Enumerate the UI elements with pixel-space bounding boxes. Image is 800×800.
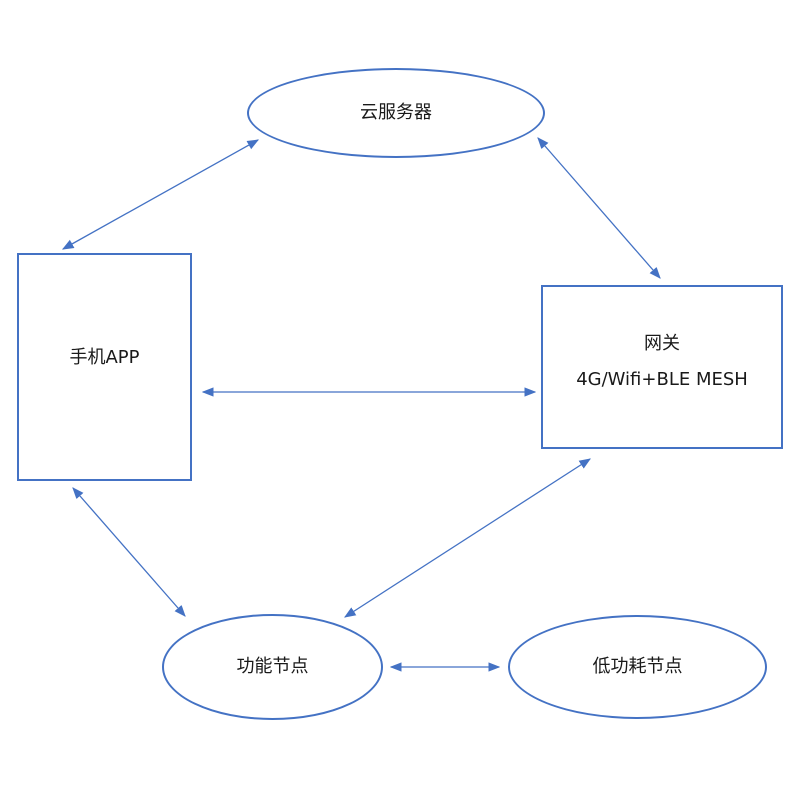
node-low-power-label: 低功耗节点 [592, 656, 683, 678]
node-gateway: 网关 4G/Wifi+BLE MESH [541, 285, 783, 449]
node-function: 功能节点 [162, 614, 383, 720]
edge-cloud-gateway [537, 137, 661, 279]
node-low-power: 低功耗节点 [508, 615, 767, 719]
node-gateway-label: 网关 [644, 333, 680, 354]
node-gateway-sublabel: 4G/Wifi+BLE MESH [576, 368, 748, 390]
node-mobile-app-label: 手机APP [69, 347, 140, 368]
node-cloud-server-label: 云服务器 [360, 102, 432, 124]
edge-gateway-function-node [344, 458, 591, 618]
edge-app-function-node [72, 487, 186, 617]
node-function-label: 功能节点 [236, 656, 309, 678]
node-mobile-app: 手机APP [17, 253, 192, 481]
node-cloud-server: 云服务器 [247, 68, 545, 158]
edge-cloud-app [61, 139, 260, 250]
